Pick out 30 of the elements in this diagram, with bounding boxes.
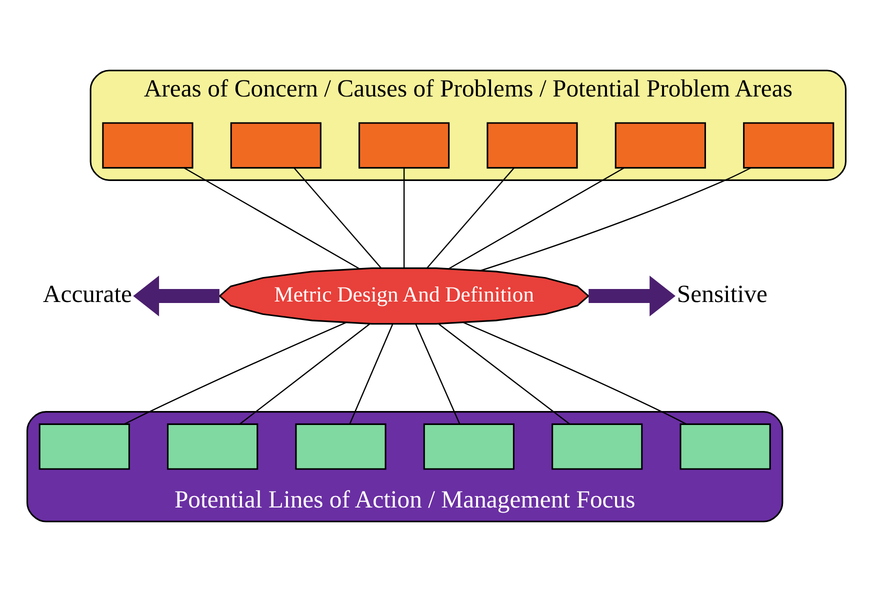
arrow	[588, 275, 676, 316]
connector	[448, 167, 624, 269]
cluster: Potential Lines of Action / Management Focus	[26, 410, 784, 522]
connector	[349, 323, 394, 424]
connector	[480, 166, 752, 271]
node-box	[423, 422, 514, 470]
connector	[462, 321, 686, 424]
node-box	[295, 422, 386, 470]
node-box	[230, 122, 322, 168]
connector	[239, 322, 370, 424]
connector	[294, 167, 382, 268]
connector	[426, 167, 514, 268]
node-box	[552, 422, 643, 470]
node-box	[614, 122, 706, 168]
connector	[415, 323, 460, 424]
node-box	[680, 422, 771, 470]
connector	[403, 168, 405, 268]
connector	[438, 322, 570, 424]
node-box	[486, 122, 578, 168]
arrow	[133, 275, 220, 316]
node-box	[167, 422, 258, 470]
connector	[184, 167, 360, 269]
node-box	[358, 122, 450, 168]
cluster: Areas of Concern / Causes of Problems / Potential Problem Areas	[90, 69, 847, 180]
node-box	[743, 122, 834, 168]
node-box	[38, 422, 130, 470]
connector	[124, 322, 346, 424]
node-text: Accurate	[42, 280, 132, 308]
node-text: Sensitive	[676, 280, 768, 308]
node-box	[102, 122, 194, 168]
